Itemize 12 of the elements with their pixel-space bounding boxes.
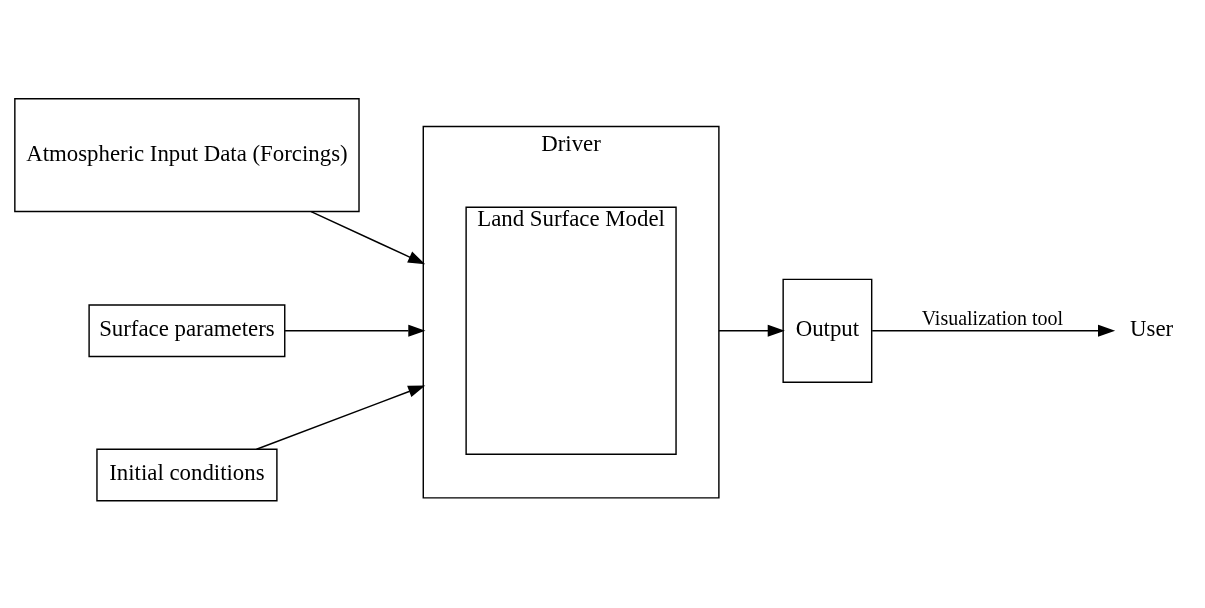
arrow <box>718 324 785 337</box>
arrow <box>871 324 1116 337</box>
edge-label: Visualization tool <box>921 307 1064 330</box>
node-box: Surface parameters <box>88 304 286 358</box>
node-box: Land Surface Model <box>465 206 677 456</box>
node-box: Output <box>782 278 873 383</box>
node-text: User <box>1130 316 1174 342</box>
arrow <box>310 210 426 265</box>
arrow <box>284 324 426 337</box>
node-box: Initial conditions <box>96 448 278 502</box>
node-box: Atmospheric Input Data (Forcings) <box>14 98 360 213</box>
arrow <box>255 385 426 450</box>
